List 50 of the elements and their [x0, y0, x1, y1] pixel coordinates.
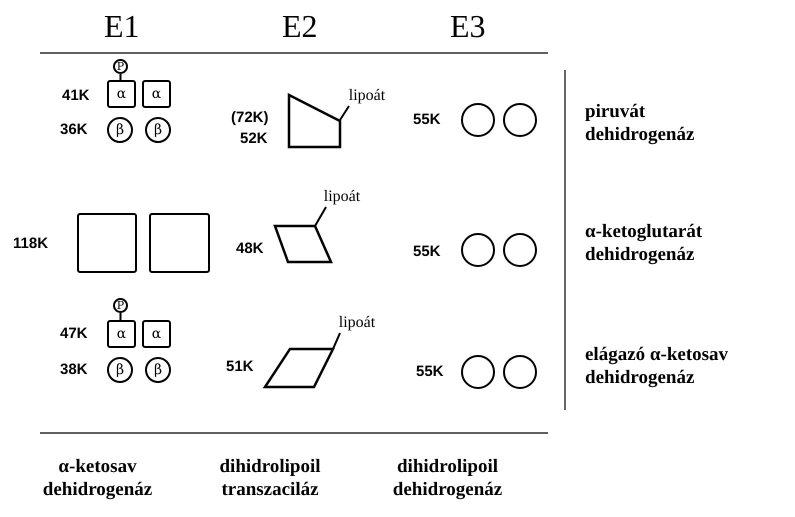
mass-label: 55K: [416, 364, 444, 380]
column-label: dihidrolipoil dehidrogenáz: [392, 455, 504, 501]
mass-label: 38K: [60, 362, 88, 378]
subunit-square: α: [142, 320, 171, 348]
subunit-circle: [461, 103, 495, 137]
row-label: α-ketoglutarát dehidrogenáz: [585, 220, 704, 266]
subunit-circle: β: [145, 357, 171, 383]
subunit-circle: [503, 103, 537, 137]
subunit-circle: P: [113, 298, 128, 313]
subunit-shape: [287, 93, 342, 149]
subunit-circle: [503, 355, 537, 389]
mass-label: 41K: [62, 88, 90, 104]
subunit-shape: [273, 224, 333, 264]
subunit-square: α: [107, 80, 136, 108]
column-heading: E2: [282, 8, 318, 45]
leader-line: [339, 105, 350, 121]
mass-label: 48K: [236, 241, 264, 257]
mass-label: 51K: [226, 359, 254, 375]
subunit-circle: P: [113, 59, 128, 74]
mass-label: 47K: [60, 326, 88, 342]
subunit-circle: [461, 355, 495, 389]
subunit-circle: β: [107, 117, 133, 143]
subunit-circle: [503, 233, 537, 267]
row-label: elágazó α-ketosav dehidrogenáz: [585, 343, 730, 389]
connector-line: [120, 74, 122, 80]
row-label: piruvát dehidrogenáz: [585, 100, 696, 146]
mass-label: 55K: [413, 112, 441, 128]
subunit-square: α: [107, 320, 136, 348]
mass-label: 52K: [240, 131, 268, 147]
connector-line: [120, 313, 122, 320]
leader-line: [314, 206, 327, 226]
mass-label: (72K): [231, 110, 269, 126]
subunit-square: [77, 213, 137, 273]
subunit-shape: [263, 347, 335, 389]
lipoate-label: lipoát: [345, 86, 389, 106]
column-heading: E1: [104, 8, 140, 45]
column-label: dihidrolipoil transzaciláz: [218, 455, 322, 501]
lipoate-label: lipoát: [320, 187, 364, 207]
mass-label: 55K: [413, 244, 441, 260]
column-heading: E3: [450, 8, 486, 45]
subunit-square: [149, 213, 210, 273]
subunit-circle: β: [107, 357, 133, 383]
mass-label: 118K: [13, 236, 48, 252]
subunit-square: α: [142, 80, 171, 108]
lipoate-label: lipoát: [335, 313, 379, 333]
subunit-circle: β: [145, 117, 171, 143]
subunit-circle: [461, 233, 495, 267]
column-label: α-ketosav dehidrogenáz: [42, 455, 154, 501]
mass-label: 36K: [60, 122, 88, 138]
leader-line: [332, 332, 341, 350]
